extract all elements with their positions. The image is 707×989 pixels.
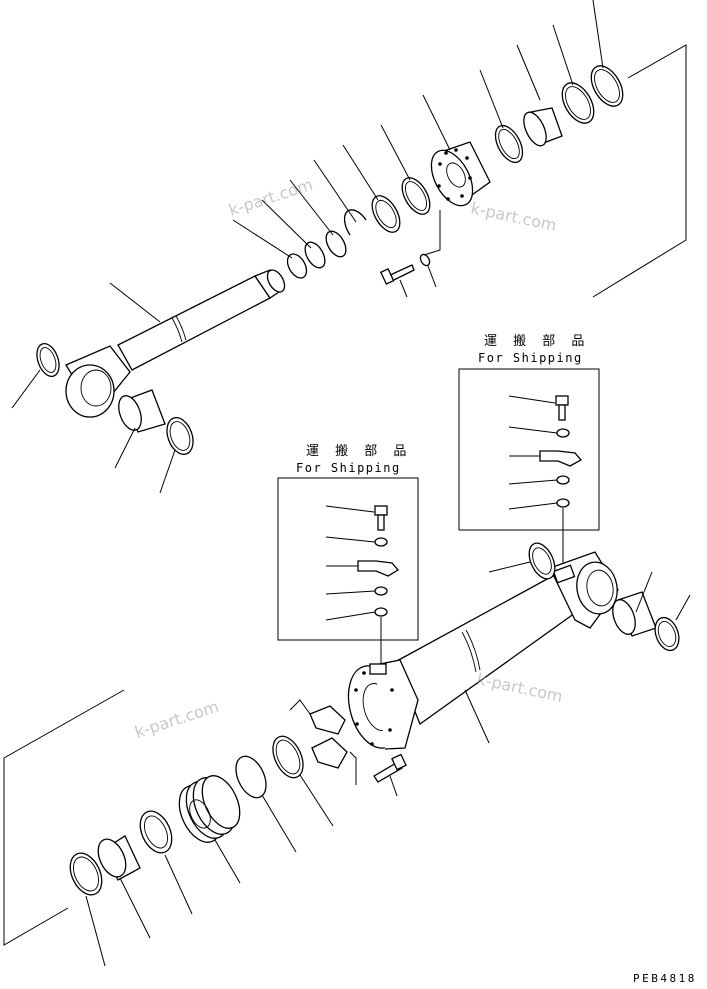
piston <box>178 775 241 843</box>
shipping-jp-label-top: 運 搬 部 品 <box>484 334 590 349</box>
shipping-en-label-top: For Shipping <box>478 351 583 365</box>
watermark-2: k-part.com <box>469 198 558 235</box>
shipping-parts-box-top: 運 搬 部 品 For Shipping <box>458 334 600 570</box>
shipping-en-label-left: For Shipping <box>296 461 401 475</box>
cylinder-head <box>430 141 491 207</box>
shipping-jp-label-left: 運 搬 部 品 <box>306 444 412 459</box>
piston-rod <box>65 269 286 418</box>
watermark-4: k-part.com <box>475 669 564 706</box>
figure-code: PEB4818 <box>633 972 697 985</box>
watermark-3: k-part.com <box>132 697 221 742</box>
cylinder-tube <box>347 551 619 750</box>
shipping-parts-box-left: 運 搬 部 品 For Shipping <box>277 444 419 668</box>
watermark-1: k-part.com <box>226 175 315 220</box>
lower-cylinder-assembly <box>3 542 691 967</box>
upper-cylinder-assembly <box>11 0 687 494</box>
